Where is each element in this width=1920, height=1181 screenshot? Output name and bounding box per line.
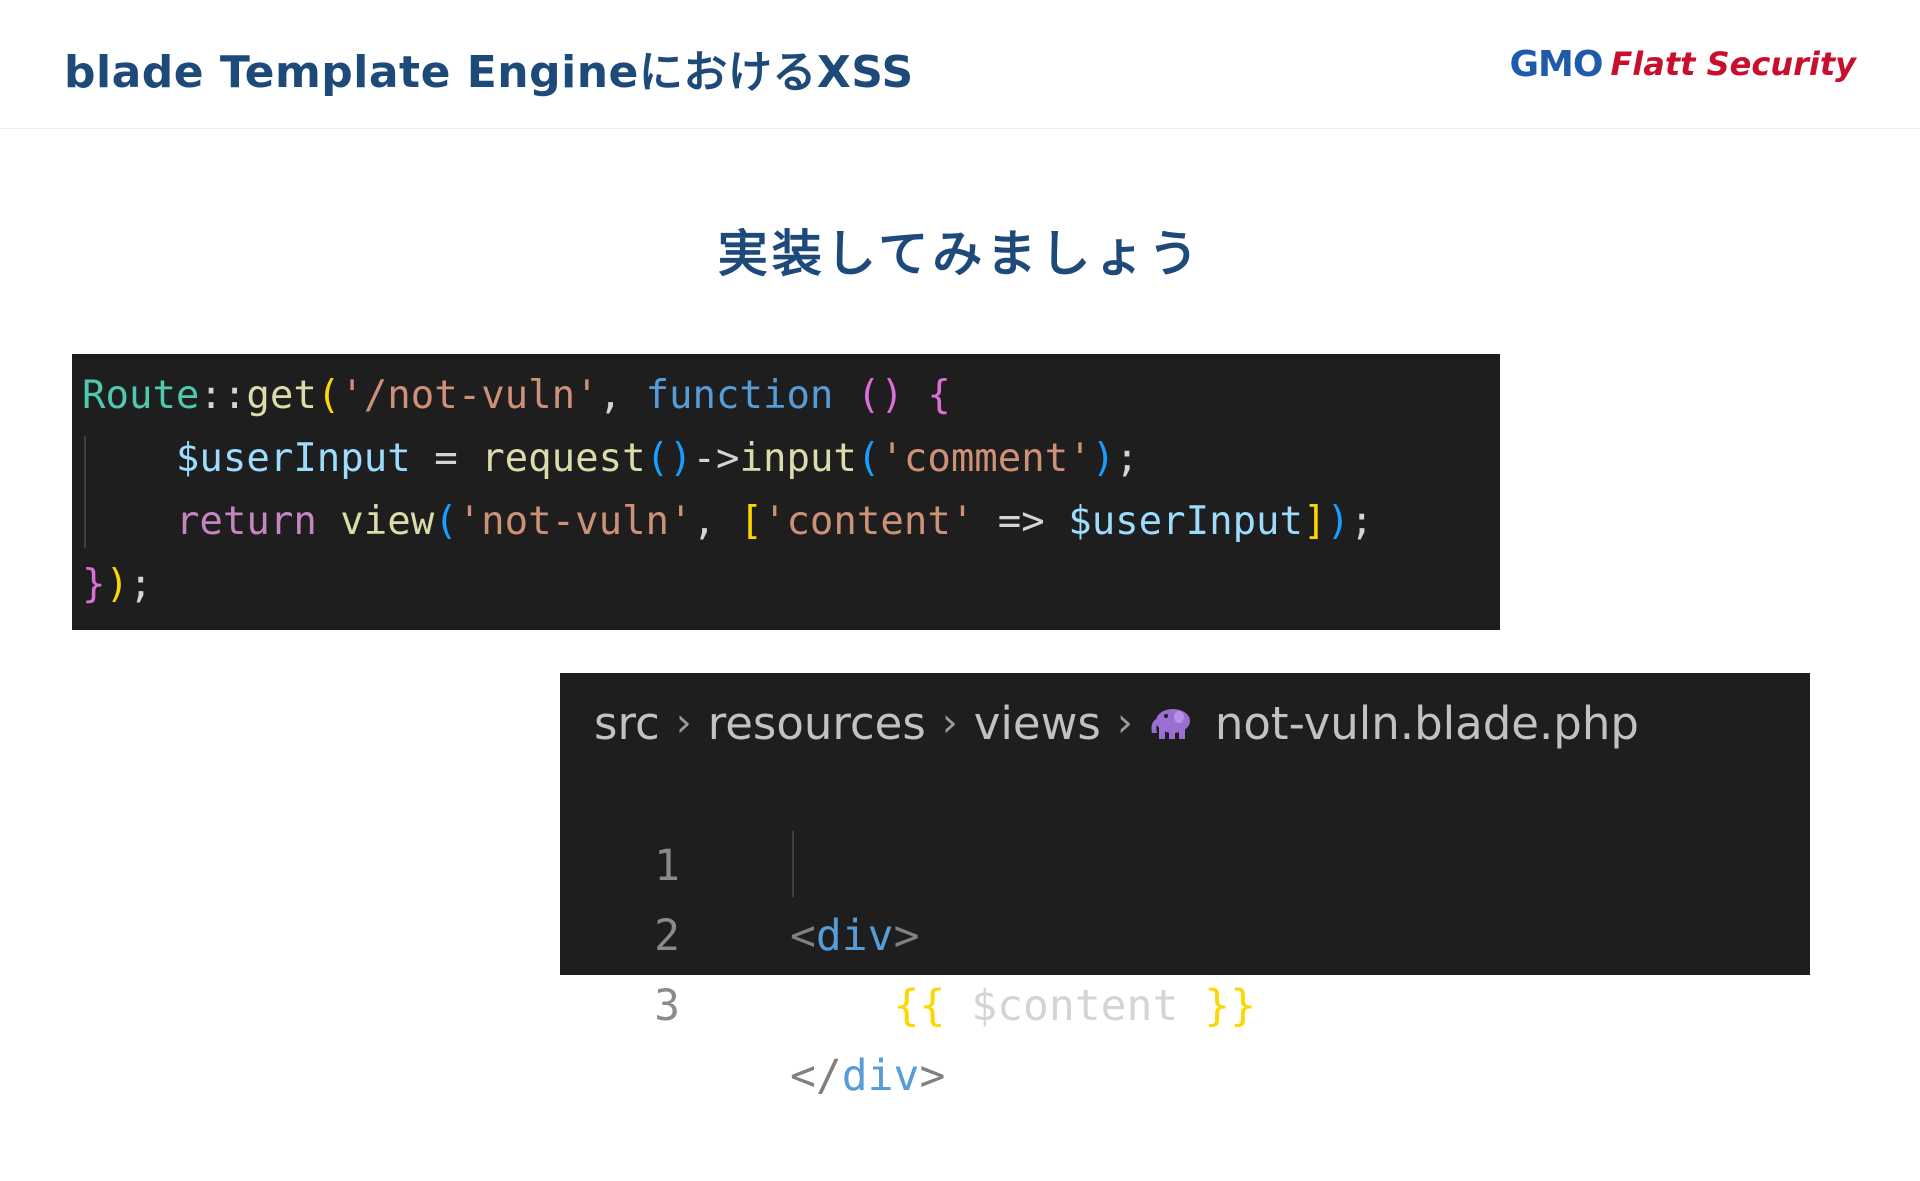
token-brace: { xyxy=(903,373,951,418)
token-paren: ) xyxy=(1326,499,1350,544)
indent-guide xyxy=(84,436,86,548)
token-class: Route xyxy=(82,373,200,418)
token-paren: ( xyxy=(856,436,881,481)
token-echo-open: {{ xyxy=(893,981,946,1031)
token-variable: $userInput xyxy=(1068,499,1304,544)
token-string: 'content' xyxy=(762,499,975,544)
token-angle: < xyxy=(790,911,816,961)
token-keyword: function xyxy=(645,373,834,418)
token-paren: ) xyxy=(105,562,129,607)
breadcrumb-filename: not-vuln.blade.php xyxy=(1214,696,1639,750)
token-function: request xyxy=(481,436,646,481)
token-function: view xyxy=(340,499,435,544)
line-content: {{ $content }} xyxy=(790,971,1256,1041)
slide-subtitle: 実装してみましょう xyxy=(717,225,1203,283)
code-line-1: Route::get('/not-vuln', function () { xyxy=(82,373,951,418)
token-indent xyxy=(790,981,894,1031)
slide-title: blade Template EngineにおけるXSS xyxy=(64,47,914,98)
line-number: 1 xyxy=(654,841,680,891)
indent-guide xyxy=(792,831,794,897)
token-punct: , xyxy=(598,373,646,418)
blade-line: 1 <div> xyxy=(560,761,1810,961)
line-number: 3 xyxy=(654,981,680,1031)
token-bracket: [ xyxy=(739,499,763,544)
code-line-3: return view('not-vuln', ['content' => $u… xyxy=(82,499,1374,544)
token-echo-close: }} xyxy=(1204,981,1257,1031)
token-tag: div xyxy=(815,911,894,961)
blade-line: 2 {{ $content }} xyxy=(560,831,1810,1031)
file-breadcrumb: src › resources › views › not-vuln.blade… xyxy=(594,695,1639,751)
token-operator: -> xyxy=(692,436,740,481)
token-string: 'comment' xyxy=(880,436,1092,481)
chevron-right-icon: › xyxy=(1116,700,1133,746)
php-elephant-icon xyxy=(1149,705,1195,741)
token-method: input xyxy=(739,436,857,481)
token-tag: div xyxy=(841,1051,920,1101)
token-angle: </ xyxy=(790,1051,842,1101)
breadcrumb-resources: resources xyxy=(707,696,926,750)
route-code-block: Route::get('/not-vuln', function () { $u… xyxy=(82,364,1373,616)
line-content: <div> xyxy=(790,901,919,971)
token-punct: ; xyxy=(1115,436,1139,481)
blade-line: 3 </div> xyxy=(560,901,1810,1101)
token-brace: } xyxy=(82,562,106,607)
token-punct: , xyxy=(692,499,740,544)
code-line-4: }); xyxy=(82,562,152,607)
token-punct: ; xyxy=(128,562,153,607)
token-operator: => xyxy=(974,499,1069,544)
token-paren: ( xyxy=(434,499,458,544)
token-punct: :: xyxy=(199,373,247,418)
slide-header: blade Template EngineにおけるXSS GMO Flatt S… xyxy=(0,0,1920,129)
token-method: get xyxy=(246,373,317,418)
token-bracket: ] xyxy=(1303,499,1327,544)
company-logo: GMO Flatt Security xyxy=(1509,43,1856,85)
token-paren: () xyxy=(833,373,904,418)
blade-template-screenshot: src › resources › views › not-vuln.blade… xyxy=(560,673,1810,1101)
token-angle: > xyxy=(893,911,920,961)
token-indent xyxy=(82,436,176,481)
line-content: </div> xyxy=(790,1041,945,1111)
token-space xyxy=(317,499,340,544)
line-number: 2 xyxy=(654,911,680,961)
token-paren: () xyxy=(645,436,693,481)
code-line-2: $userInput = request()->input('comment')… xyxy=(82,436,1139,481)
logo-gmo-text: GMO xyxy=(1509,43,1603,85)
token-variable: $userInput xyxy=(175,436,411,481)
token-paren: ( xyxy=(316,373,341,418)
route-code-screenshot: Route::get('/not-vuln', function () { $u… xyxy=(72,354,1500,630)
chevron-right-icon: › xyxy=(941,700,958,746)
token-variable: $content xyxy=(945,981,1205,1031)
breadcrumb-views: views xyxy=(973,696,1101,750)
blade-code-lines: 1 <div> 2 {{ $content }} 3 </div> xyxy=(560,761,1810,1101)
token-operator: = xyxy=(410,436,482,481)
token-string: 'not-vuln' xyxy=(457,499,693,544)
chevron-right-icon: › xyxy=(675,700,692,746)
token-punct: ; xyxy=(1350,499,1374,544)
token-keyword: return xyxy=(175,499,317,544)
token-paren: ) xyxy=(1091,436,1116,481)
token-indent xyxy=(82,499,176,544)
breadcrumb-src: src xyxy=(594,696,660,750)
token-angle: > xyxy=(919,1051,946,1101)
token-string: '/not-vuln' xyxy=(340,373,599,418)
logo-brand-text: Flatt Security xyxy=(1610,45,1856,83)
